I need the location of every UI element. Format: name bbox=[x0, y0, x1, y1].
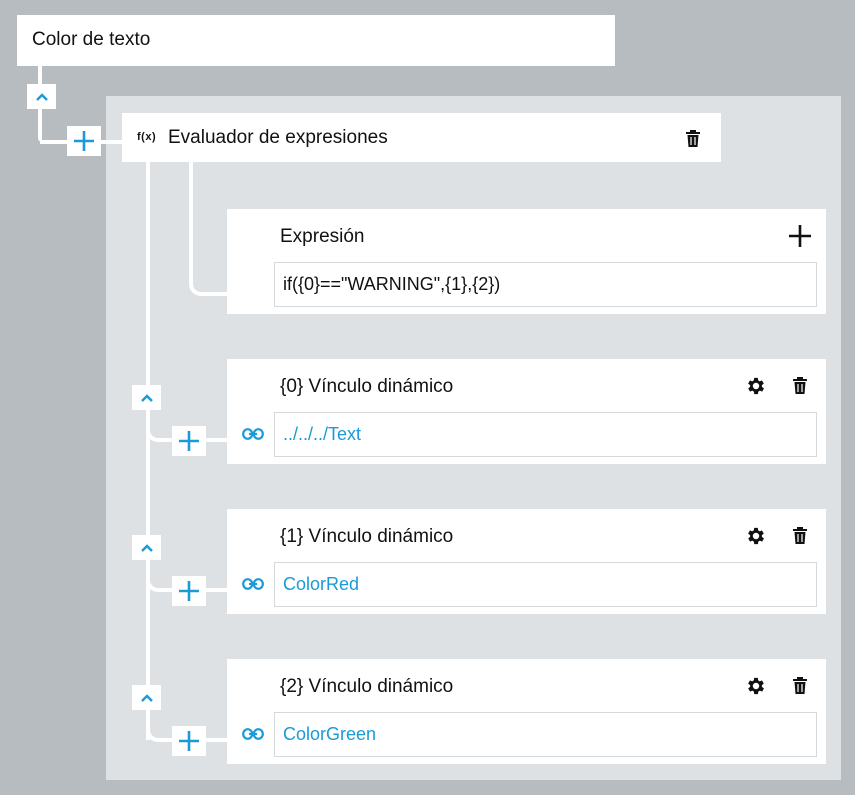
settings-button[interactable] bbox=[744, 674, 768, 698]
delete-link-button[interactable] bbox=[789, 524, 811, 546]
trash-icon bbox=[793, 676, 807, 694]
add-child-button[interactable] bbox=[172, 726, 206, 756]
function-icon: f(x) bbox=[137, 131, 157, 143]
dynamic-link-input[interactable]: ColorRed bbox=[274, 562, 817, 607]
evaluator-card: f(x) Evaluador de expresiones bbox=[122, 113, 721, 162]
add-child-button[interactable] bbox=[172, 576, 206, 606]
plus-icon bbox=[179, 581, 199, 601]
dynamic-link-card: {0} Vínculo dinámico ../../../Text bbox=[227, 359, 826, 464]
dynamic-link-card: {1} Vínculo dinámico ColorRed bbox=[227, 509, 826, 614]
chevron-up-icon bbox=[140, 693, 153, 702]
add-child-button[interactable] bbox=[172, 426, 206, 456]
gear-icon bbox=[748, 377, 764, 395]
collapse-button[interactable] bbox=[132, 535, 161, 560]
dynamic-link-title: {0} Vínculo dinámico bbox=[280, 376, 454, 397]
chevron-up-icon bbox=[35, 92, 48, 101]
expression-card: Expresión if({0}=="WARNING",{1},{2}) bbox=[227, 209, 826, 314]
dynamic-link-title: {1} Vínculo dinámico bbox=[280, 526, 454, 547]
add-expression-button[interactable] bbox=[787, 223, 813, 249]
plus-icon bbox=[789, 225, 811, 247]
link-icon bbox=[241, 724, 265, 744]
dynamic-link-card: {2} Vínculo dinámico ColorGreen bbox=[227, 659, 826, 764]
link-icon bbox=[241, 574, 265, 594]
collapse-button[interactable] bbox=[27, 84, 56, 109]
connector-line bbox=[146, 162, 150, 740]
dynamic-link-input[interactable]: ColorGreen bbox=[274, 712, 817, 757]
connector-line bbox=[38, 126, 42, 142]
dynamic-link-input[interactable]: ../../../Text bbox=[274, 412, 817, 457]
gear-icon bbox=[748, 677, 764, 695]
expression-input[interactable]: if({0}=="WARNING",{1},{2}) bbox=[274, 262, 817, 307]
chevron-up-icon bbox=[140, 543, 153, 552]
trash-icon bbox=[793, 526, 807, 544]
plus-icon bbox=[179, 731, 199, 751]
trash-icon bbox=[686, 129, 700, 147]
connector-line bbox=[189, 278, 229, 296]
delete-link-button[interactable] bbox=[789, 674, 811, 696]
plus-icon bbox=[179, 431, 199, 451]
expression-label: Expresión bbox=[280, 226, 365, 247]
connector-line bbox=[189, 162, 193, 282]
root-node-card: Color de texto bbox=[17, 15, 615, 66]
delete-evaluator-button[interactable] bbox=[682, 127, 704, 149]
trash-icon bbox=[793, 376, 807, 394]
chevron-up-icon bbox=[140, 393, 153, 402]
add-child-button[interactable] bbox=[67, 126, 101, 156]
dynamic-link-title: {2} Vínculo dinámico bbox=[280, 676, 454, 697]
plus-icon bbox=[74, 131, 94, 151]
delete-link-button[interactable] bbox=[789, 374, 811, 396]
evaluator-title: Evaluador de expresiones bbox=[168, 127, 388, 148]
settings-button[interactable] bbox=[744, 524, 768, 548]
collapse-button[interactable] bbox=[132, 685, 161, 710]
gear-icon bbox=[748, 527, 764, 545]
settings-button[interactable] bbox=[744, 374, 768, 398]
link-icon bbox=[241, 424, 265, 444]
collapse-button[interactable] bbox=[132, 385, 161, 410]
root-node-title: Color de texto bbox=[32, 29, 151, 50]
